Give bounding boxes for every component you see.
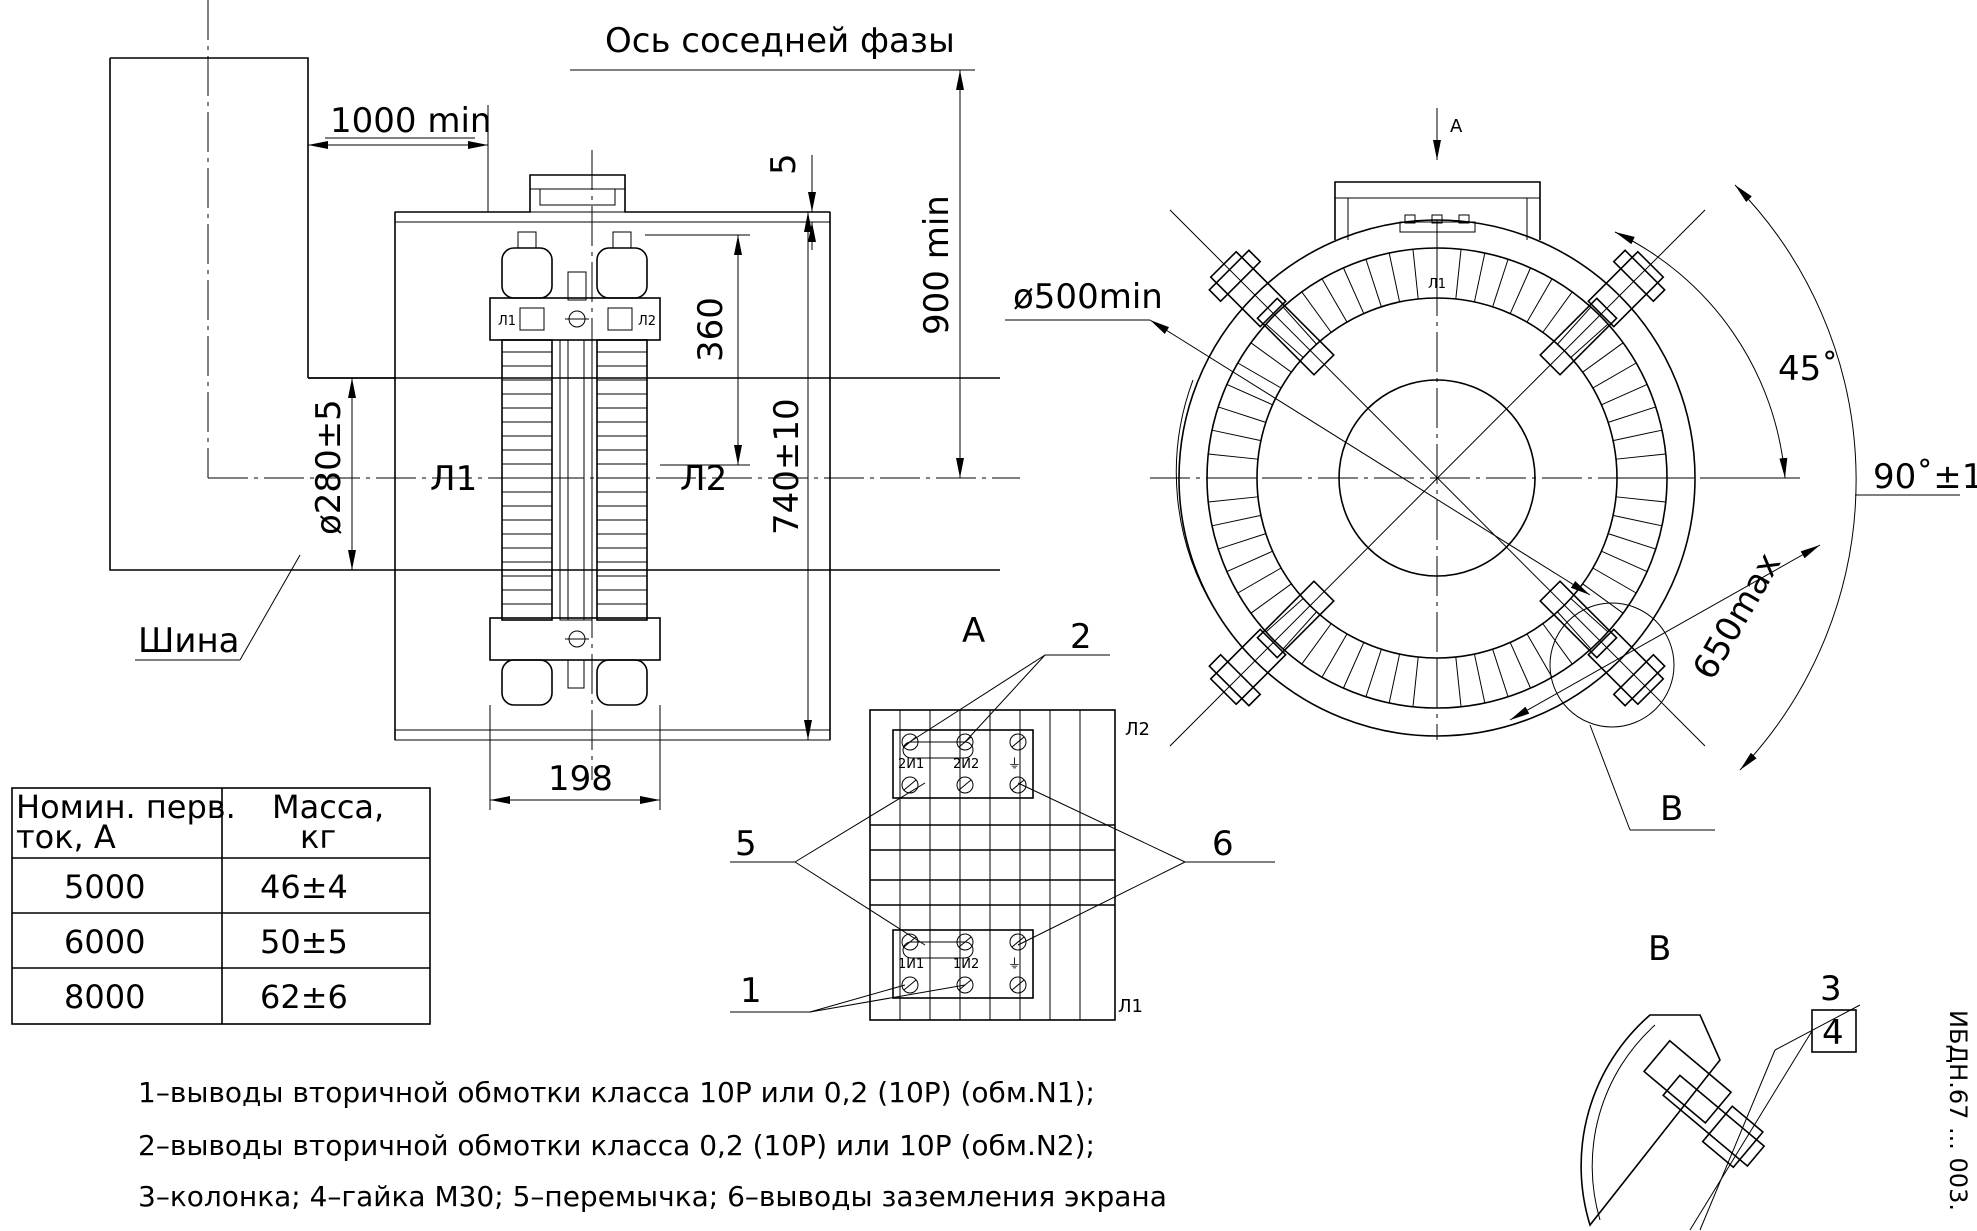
winding-assembly: Л1 Л2 — [489, 231, 661, 706]
dim-280: ø280±5 — [309, 399, 349, 535]
cross-section-view: A Л1 ø500min 45˚ 90˚±1˚ 650max B — [1005, 108, 1977, 831]
dim-angle-90: 90˚±1˚ — [1873, 457, 1977, 497]
terminal-2i1: 2И1 — [898, 757, 924, 772]
clamp-l2-label: Л2 — [638, 314, 656, 329]
side-stamp: ИБДН.67 ... 003. — [1944, 1010, 1972, 1211]
callout-6: 6 — [1212, 824, 1234, 864]
view-a-title: A — [962, 611, 985, 651]
detail-b-circle — [1549, 602, 1675, 728]
legend: 1–выводы вторичной обмотки класса 10Р ил… — [138, 1076, 1167, 1213]
table-cell: 8000 — [64, 978, 145, 1016]
table-cell: 5000 — [64, 868, 145, 906]
dim-198: 198 — [548, 759, 613, 799]
legend-line-1: 1–выводы вторичной обмотки класса 10Р ил… — [138, 1076, 1095, 1109]
mass-table: Номин. перв. ток, А Масса, кг 5000 46±4 … — [11, 787, 431, 1025]
terminal-2i2: 2И2 — [953, 757, 979, 772]
dim-740: 740±10 — [767, 398, 807, 535]
dim-900-min: 900 min — [917, 195, 957, 335]
view-a-slots — [870, 710, 1115, 1020]
table-header-mass-2: кг — [300, 818, 336, 856]
dim-5: 5 — [764, 153, 804, 175]
dim-360: 360 — [691, 297, 731, 362]
callout-3: 3 — [1820, 969, 1842, 1009]
terminal-ground-top: ⏚ — [1008, 757, 1021, 772]
housing — [394, 174, 831, 741]
terminal-1i1: 1И1 — [898, 957, 924, 972]
busbar-vertical — [109, 57, 380, 571]
table-header-current-1: Номин. перв. — [16, 788, 236, 826]
table-cell: 62±6 — [260, 978, 348, 1016]
table-header-current-2: ток, А — [16, 818, 116, 856]
dim-angle-45: 45˚ — [1778, 349, 1838, 389]
view-a-arrow-label: A — [1450, 116, 1463, 137]
callout-2: 2 — [1070, 617, 1092, 657]
adjacent-phase-axis-label: Ось соседней фазы — [605, 21, 955, 61]
callout-5: 5 — [735, 824, 757, 864]
callout-4: 4 — [1822, 1013, 1844, 1053]
section-l1-label: Л1 — [1428, 277, 1446, 292]
dim-650-max: 650max — [1685, 546, 1789, 686]
side-l2-label: Л2 — [680, 459, 727, 499]
legend-line-2: 2–выводы вторичной обмотки класса 0,2 (1… — [138, 1129, 1095, 1162]
winding-turns — [502, 351, 647, 619]
detail-b-callout: B — [1660, 789, 1683, 829]
dim-500-min: ø500min — [1013, 277, 1163, 317]
legend-line-3: 3–колонка; 4–гайка М30; 5–перемычка; 6–в… — [138, 1180, 1167, 1213]
side-l1-label: Л1 — [430, 459, 477, 499]
terminal-1i2: 1И2 — [953, 957, 979, 972]
view-a-l1-label: Л1 — [1118, 996, 1143, 1017]
clamp-l1-label: Л1 — [498, 314, 516, 329]
view-b: B 3 4 — [1580, 929, 1861, 1231]
table-cell: 46±4 — [260, 868, 348, 906]
table-header-mass-1: Масса, — [272, 788, 384, 826]
view-b-title: B — [1648, 929, 1671, 969]
view-a: A 2И1 2И2 ⏚ 1И1 1И2 ⏚ Л2 Л1 2 5 6 — [730, 611, 1275, 1021]
callout-1: 1 — [740, 971, 762, 1011]
terminals — [901, 733, 1027, 994]
table-cell: 50±5 — [260, 923, 348, 961]
view-a-l2-label: Л2 — [1125, 719, 1150, 740]
side-view: Л1 Л2 Л1 Л2 Ось соседней фазы — [109, 0, 1020, 810]
busbar-label: Шина — [138, 621, 240, 661]
table-cell: 6000 — [64, 923, 145, 961]
terminal-ground-bottom: ⏚ — [1008, 957, 1021, 972]
dim-1000-min: 1000 min — [330, 101, 491, 141]
